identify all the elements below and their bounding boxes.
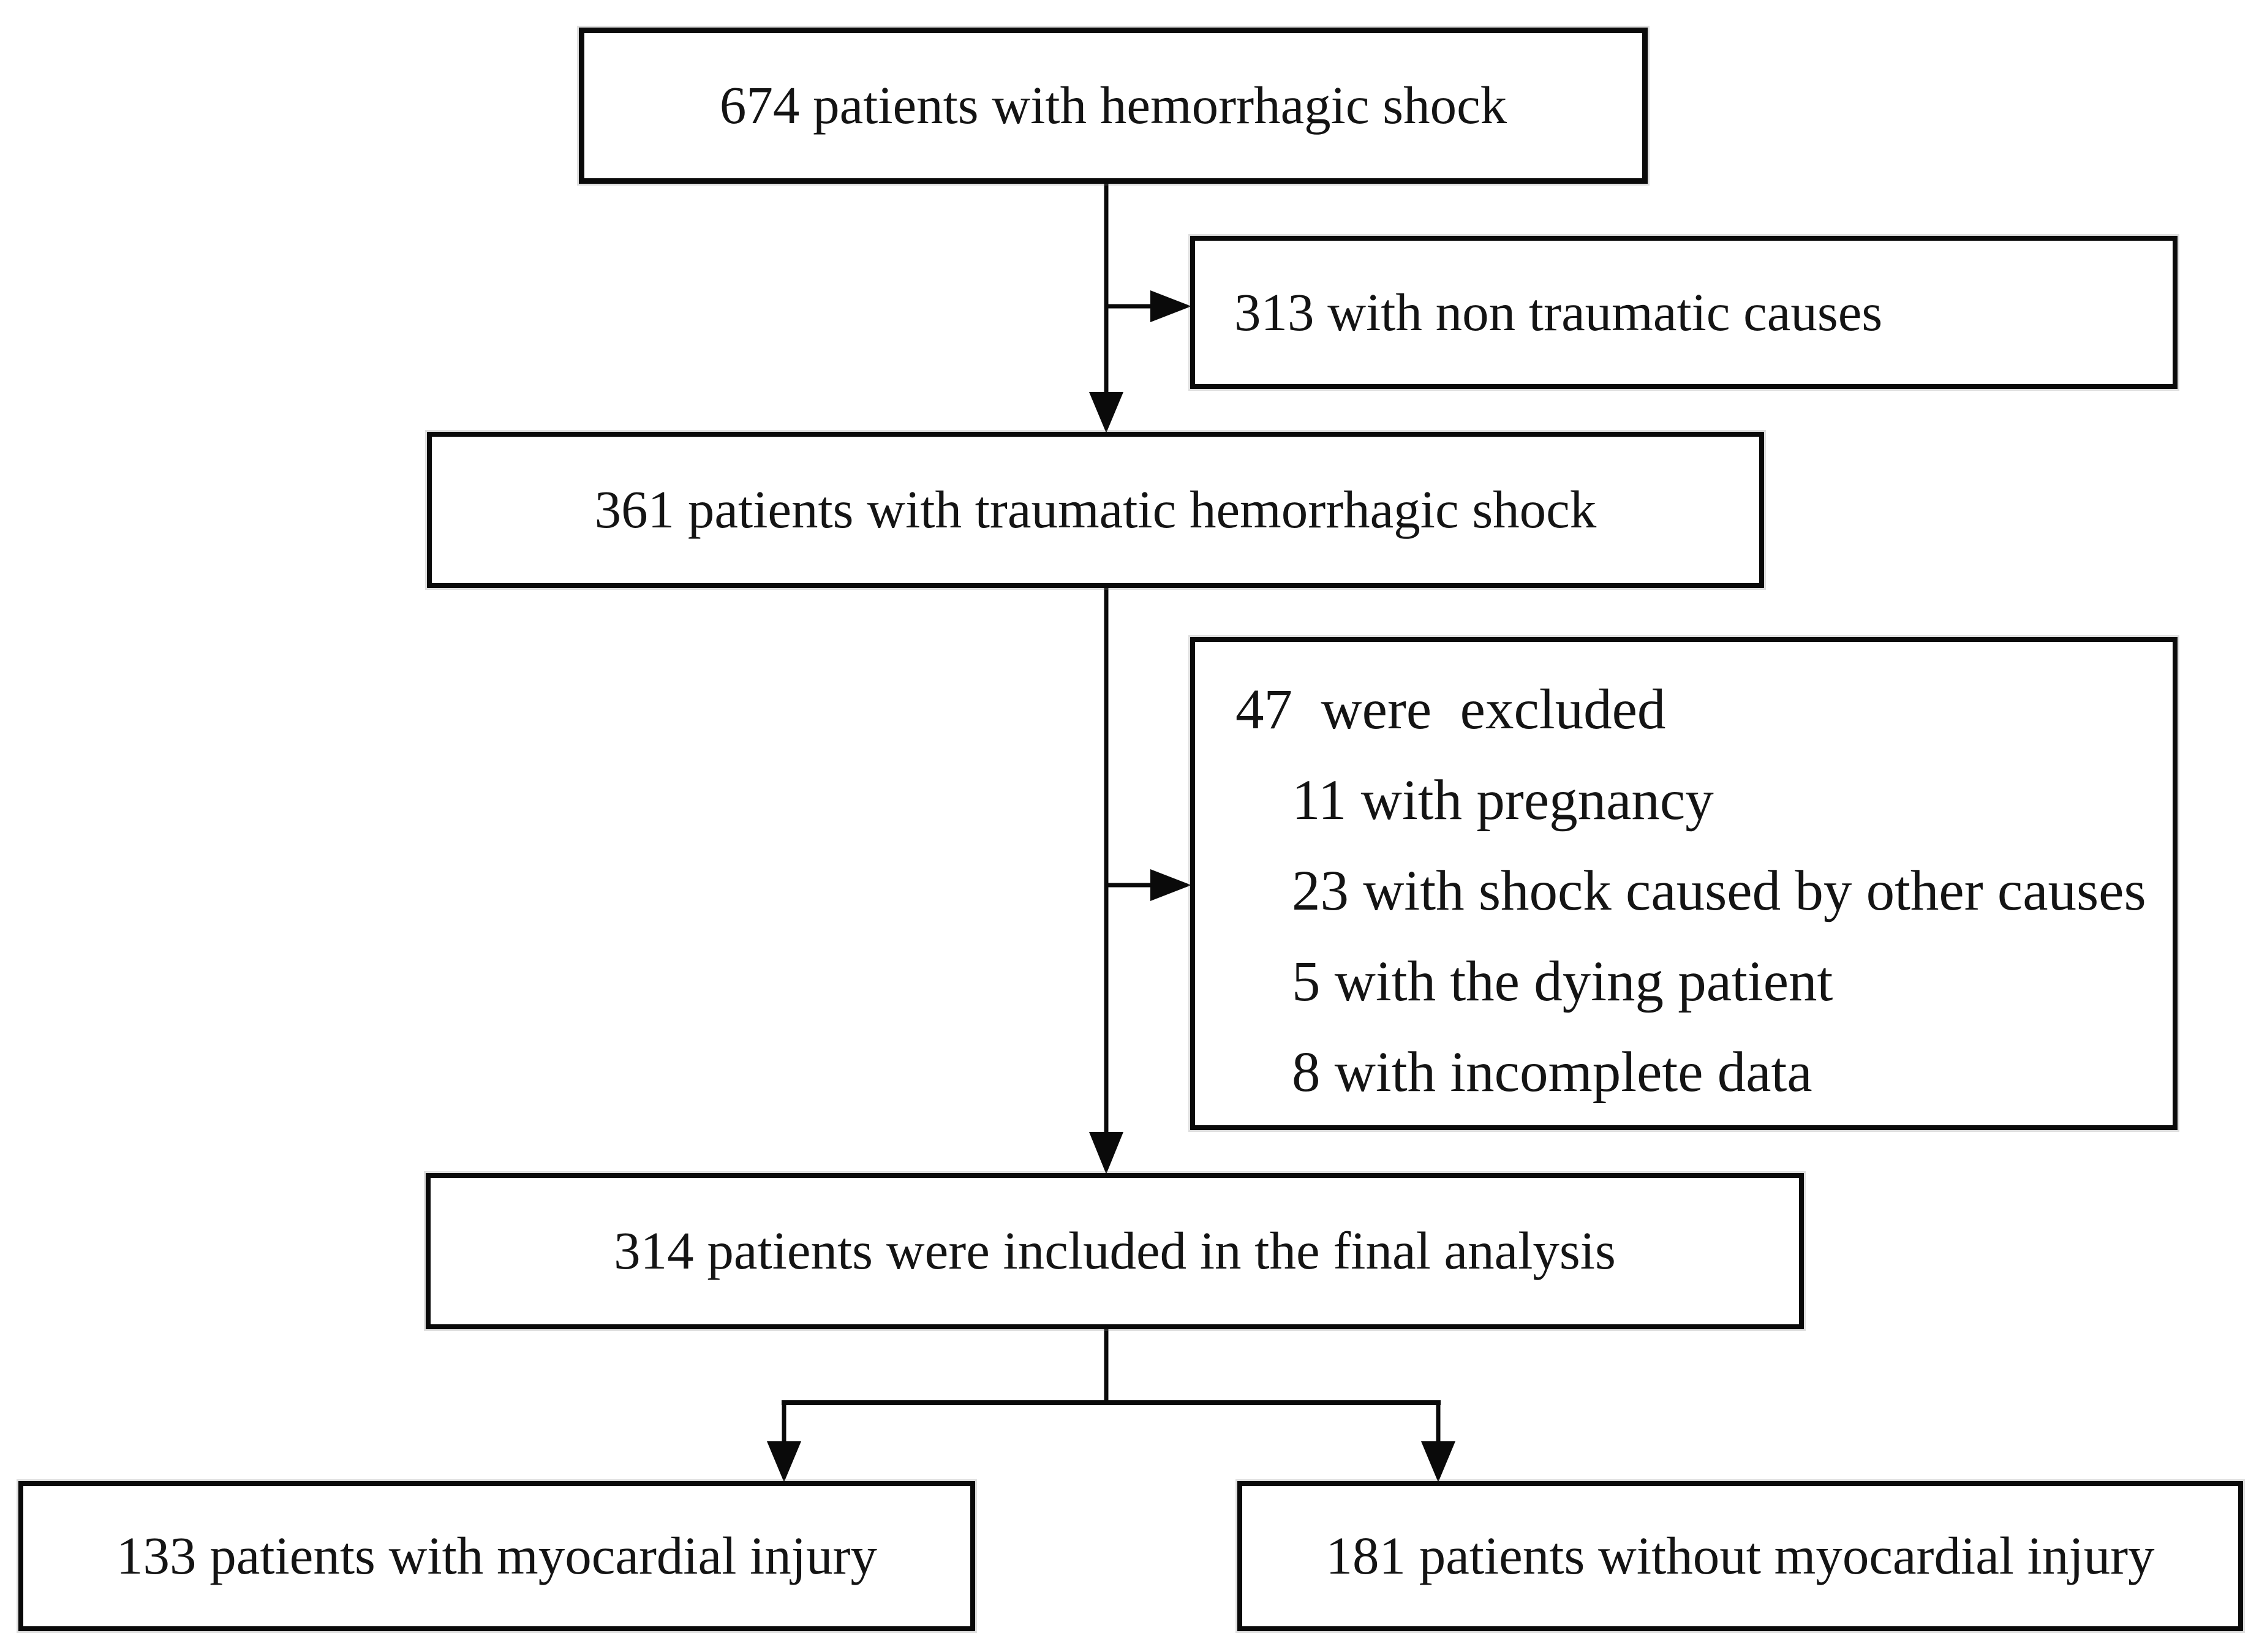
box-excluded: 47 were excluded 11 with pregnancy 23 wi…: [1190, 637, 2178, 1130]
box-non-traumatic-causes-label: 313 with non traumatic causes: [1234, 282, 1883, 342]
box-traumatic-shock-label: 361 patients with traumatic hemorrhagic …: [594, 480, 1597, 540]
box-final-analysis: 314 patients were included in the final …: [426, 1173, 1804, 1329]
arrowhead-down-icon: [1421, 1441, 1455, 1482]
box-traumatic-shock: 361 patients with traumatic hemorrhagic …: [427, 432, 1764, 588]
connector-final-to-split: [782, 1329, 1441, 1405]
box-total-patients-label: 674 patients with hemorrhagic shock: [719, 75, 1507, 135]
connector-branch-excluded: [1106, 869, 1191, 901]
excluded-item-pregnancy: 11 with pregnancy: [1292, 769, 1714, 832]
connector-split-to-injury: [767, 1401, 801, 1482]
excluded-header: 47 were excluded: [1235, 678, 1666, 741]
box-without-myocardial-injury: 181 patients without myocardial injury: [1237, 1481, 2243, 1631]
arrowhead-down-icon: [1089, 1132, 1123, 1174]
box-myocardial-injury-label: 133 patients with myocardial injury: [116, 1526, 877, 1586]
connector-traumatic-to-final: [1089, 588, 1123, 1174]
arrowhead-down-icon: [1089, 392, 1123, 433]
box-total-patients: 674 patients with hemorrhagic shock: [579, 28, 1648, 184]
connector-split-to-no-injury: [1421, 1401, 1455, 1482]
box-non-traumatic-causes: 313 with non traumatic causes: [1190, 236, 2178, 389]
excluded-item-other-causes: 23 with shock caused by other causes: [1292, 859, 2146, 922]
arrowhead-down-icon: [767, 1441, 801, 1482]
arrowhead-right-icon: [1150, 290, 1191, 322]
connector-branch-non-traumatic: [1106, 290, 1191, 322]
box-without-myocardial-injury-label: 181 patients without myocardial injury: [1326, 1526, 2155, 1586]
box-final-analysis-label: 314 patients were included in the final …: [614, 1221, 1616, 1281]
excluded-item-dying-patient: 5 with the dying patient: [1292, 950, 1833, 1013]
excluded-item-incomplete-data: 8 with incomplete data: [1292, 1041, 1812, 1104]
box-myocardial-injury: 133 patients with myocardial injury: [18, 1481, 975, 1631]
arrowhead-right-icon: [1150, 869, 1191, 901]
connector-total-to-traumatic: [1089, 184, 1123, 433]
